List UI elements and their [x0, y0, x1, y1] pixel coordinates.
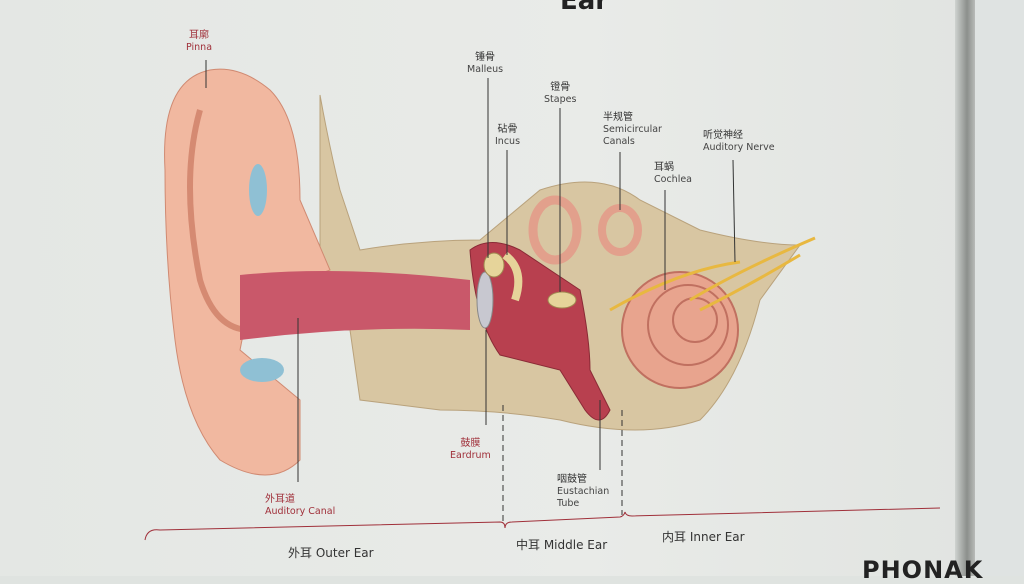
stapes-shape [547, 291, 577, 309]
poster-title: Ear [560, 0, 609, 16]
pinna-shape [164, 68, 331, 476]
phonak-logo: PHONAK [862, 556, 984, 584]
section-outer-ear: 外耳 Outer Ear [288, 546, 374, 560]
cartilage-2 [240, 358, 284, 382]
section-inner-ear: 内耳 Inner Ear [662, 530, 745, 544]
auditory-nerve-shape [609, 236, 816, 312]
semicircular-canals-shape [528, 195, 582, 265]
malleus-shape [483, 252, 505, 278]
section-bracket [144, 507, 941, 541]
pinna-inner [187, 109, 251, 333]
cochlea-shape [621, 271, 739, 389]
poster-edge [955, 0, 975, 576]
leader-lines [205, 60, 736, 482]
section-dividers [502, 405, 623, 522]
middle-ear-cavity [469, 242, 611, 421]
incus-shape [502, 251, 523, 302]
section-middle-ear: 中耳 Middle Ear [516, 538, 608, 552]
eardrum-shape [476, 271, 494, 329]
cartilage-1 [249, 164, 267, 216]
wall [975, 0, 1024, 576]
